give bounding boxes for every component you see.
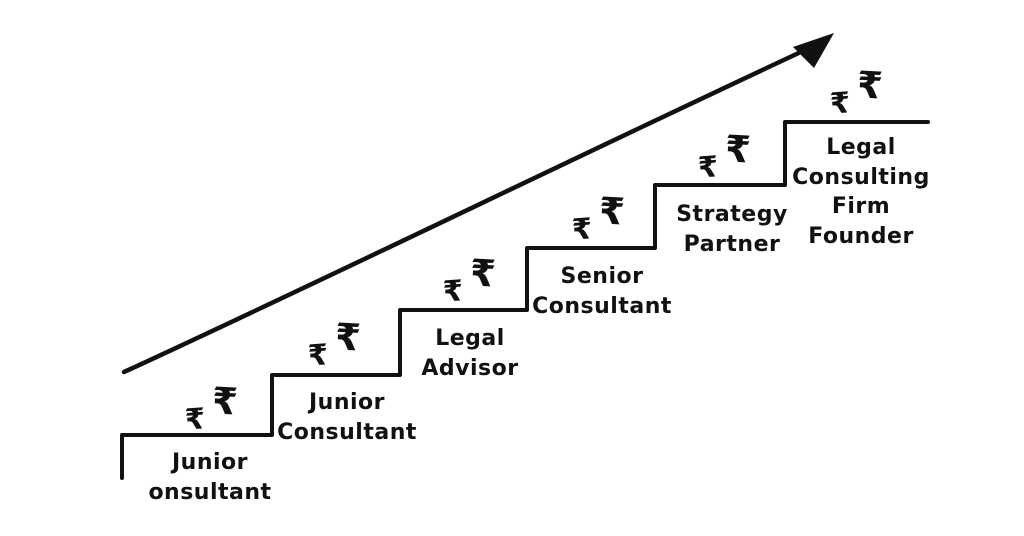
rupee-icon: ₹: [570, 211, 594, 247]
rupee-icon: ₹: [334, 315, 363, 360]
step-label-senior-consultant: Senior Consultant: [532, 264, 672, 319]
rupee-icon: ₹: [183, 401, 207, 437]
growth-arrow-head: [793, 33, 834, 68]
growth-arrow-line: [121, 41, 821, 375]
rupee-icon: ₹: [211, 379, 240, 424]
step-label-strategy-partner: Strategy Partner: [676, 202, 788, 257]
rupee-icon: ₹: [469, 251, 498, 296]
rupee-pair-step-5: ₹ ₹: [696, 127, 753, 185]
rupee-pair-step-4: ₹ ₹: [570, 189, 627, 247]
rupee-pair-step-6: ₹ ₹: [828, 63, 885, 121]
rupee-icon: ₹: [828, 85, 852, 121]
staircase-line: [120, 120, 930, 480]
step-label-legal-advisor: Legal Advisor: [421, 326, 519, 381]
rupee-icon: ₹: [441, 273, 465, 309]
rupee-icon: ₹: [696, 149, 720, 185]
rupee-icon: ₹: [598, 189, 627, 234]
rupee-icon: ₹: [306, 337, 330, 373]
rupee-icon: ₹: [724, 127, 753, 172]
step-label-legal-consulting-firm-founder: Legal Consulting Firm Founder: [792, 135, 930, 250]
rupee-pair-step-1: ₹ ₹: [183, 379, 240, 437]
rupee-icon: ₹: [856, 63, 885, 108]
step-label-junior-consultant-2: Junior Consultant: [277, 390, 417, 445]
step-label-junior-consultant-1: Junior onsultant: [148, 450, 272, 505]
rupee-pair-step-2: ₹ ₹: [306, 315, 363, 373]
rupee-pair-step-3: ₹ ₹: [441, 251, 498, 309]
